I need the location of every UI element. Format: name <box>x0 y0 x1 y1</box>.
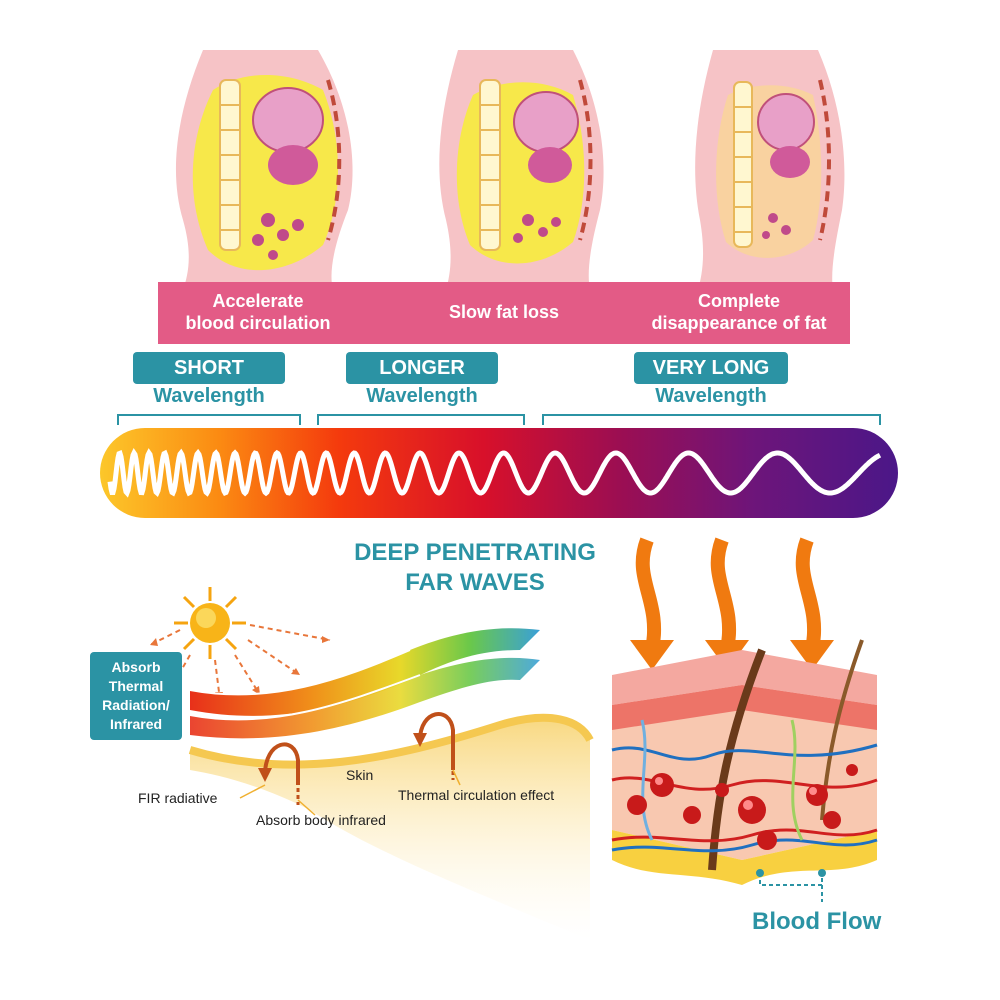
wavelength-very-long-label: VERY LONG <box>634 352 788 384</box>
stage-label-3: Complete disappearance of fat <box>651 291 827 333</box>
blood-flow-label: Blood Flow <box>752 908 882 935</box>
wavelength-short-label: SHORT <box>133 352 285 384</box>
wavelength-spectrum <box>100 428 898 518</box>
heat-arrow-icon <box>630 537 834 670</box>
wave-line <box>107 447 882 498</box>
wavelength-longer-sub: Wavelength <box>366 385 478 407</box>
sun-icon <box>174 587 246 659</box>
fir-radiative-label: FIR radiative <box>138 790 218 806</box>
skin-label: Skin <box>346 767 374 783</box>
wavelength-brackets <box>117 414 881 425</box>
stage-bar: Accelerate blood circulation Slow fat lo… <box>158 282 850 344</box>
torso-illustration-3 <box>695 50 845 290</box>
absorb-body-infrared-label: Absorb body infrared <box>256 812 386 828</box>
wave-path <box>107 447 882 498</box>
wavelength-longer-label: LONGER <box>346 352 498 384</box>
thermal-circulation-label: Thermal circulation effect <box>398 787 555 803</box>
wavelength-short-sub: Wavelength <box>153 385 265 407</box>
torso-illustration-1 <box>175 50 353 290</box>
stage-label-1: Accelerate blood circulation <box>185 291 331 333</box>
deep-penetrating-title: DEEP PENETRATING FAR WAVES <box>354 539 596 596</box>
torso-illustration-2 <box>439 50 604 290</box>
absorb-thermal-radiation-box: Absorb Thermal Radiation/ Infrared <box>90 652 182 740</box>
wavelength-very-long-sub: Wavelength <box>655 385 767 407</box>
skin-layer-diagram <box>188 628 594 940</box>
stage-label-2: Slow fat loss <box>448 302 560 322</box>
skin-cross-section <box>611 537 878 902</box>
